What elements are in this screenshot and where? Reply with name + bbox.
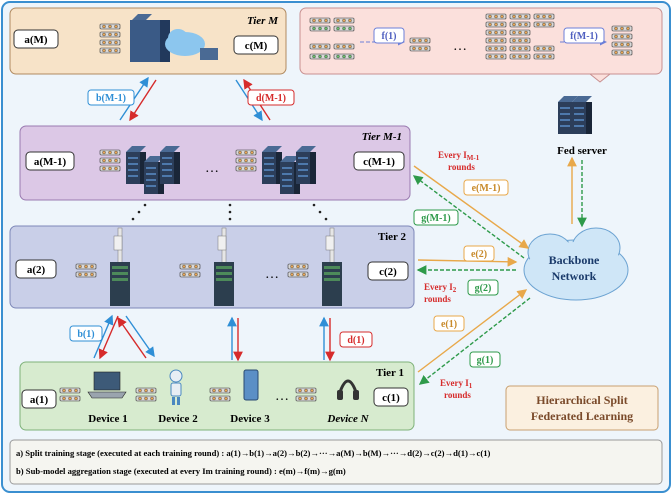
device-n-label: Device N xyxy=(326,413,369,425)
g-2-label: g(2) xyxy=(475,283,492,294)
g-1-label: g(1) xyxy=(477,355,494,366)
tier-1-ellipsis: … xyxy=(275,389,289,404)
e-1-label: e(1) xyxy=(441,319,457,330)
b-1-arrow xyxy=(93,314,114,359)
tier-1-title: Tier 1 xyxy=(376,367,404,379)
stage-description-box: a) Split training stage (executed at eac… xyxy=(9,439,663,485)
tier-2-panel: Tier 2 a(2) c(2) … xyxy=(9,225,415,309)
backbone-line2: Network xyxy=(552,269,597,283)
tier-2-right-tag: c(2) xyxy=(379,266,397,278)
interval-m1-rounds: rounds xyxy=(448,162,475,172)
fed-aggregation-panel: f(1) … f(M-1) xyxy=(299,7,663,83)
tier-m-panel: Tier M a(M) c(M) xyxy=(9,7,287,75)
tier-m-right-tag: c(M) xyxy=(245,40,268,52)
e-1-arrow xyxy=(417,289,528,373)
tier-1-panel: Tier 1 a(1) c(1) … Device 1 Device 2 Dev… xyxy=(19,361,415,431)
fed-ellipsis: … xyxy=(453,39,467,54)
f-1-label: f(1) xyxy=(382,31,397,42)
b-m1-label: b(M-1) xyxy=(96,93,126,104)
e-2-label: e(2) xyxy=(471,249,487,260)
phone-icon xyxy=(243,369,259,401)
hsfl-label-box: Hierarchical Split Federated Learning xyxy=(505,385,659,431)
e-m1-arrow xyxy=(413,165,530,249)
headphones-icon xyxy=(337,379,359,400)
tier-1-left-tag: a(1) xyxy=(30,394,49,406)
f-m1-label: f(M-1) xyxy=(570,31,598,42)
tower-device2-arrow xyxy=(125,315,155,358)
device2-tower-arrow xyxy=(117,316,147,359)
d-1-label: d(1) xyxy=(347,335,364,346)
tier-m1-ellipsis: … xyxy=(205,161,219,176)
interval-m1-text: Every IM-1 xyxy=(438,150,480,162)
tier-2-left-tag: a(2) xyxy=(27,264,46,276)
tier-m1-title: Tier M-1 xyxy=(362,131,402,143)
fed-server-label: Fed server xyxy=(557,145,607,157)
g-1-arrow xyxy=(418,297,531,385)
e-m1-label: e(M-1) xyxy=(472,183,501,194)
stage-b-text: b) Sub-model aggregation stage (executed… xyxy=(16,466,346,476)
tier-2-title: Tier 2 xyxy=(378,231,407,243)
robot-icon xyxy=(169,369,183,405)
stage-a-text: a) Split training stage (executed at eac… xyxy=(16,448,490,458)
device-3-label: Device 3 xyxy=(230,413,270,425)
tier-1-right-tag: c(1) xyxy=(382,392,400,404)
tier-m-left-tag: a(M) xyxy=(24,34,48,46)
tier-m-title: Tier M xyxy=(247,15,279,27)
interval-1-text: Every I1 xyxy=(440,378,473,390)
backbone-line1: Backbone xyxy=(549,253,600,267)
device-2-label: Device 2 xyxy=(158,413,198,425)
interval-2-text: Every I2 xyxy=(424,282,457,294)
laptop-icon xyxy=(87,371,127,399)
tier-m1-right-tag: c(M-1) xyxy=(363,156,395,168)
hsfl-line1: Hierarchical Split xyxy=(536,393,627,407)
d-m1-label: d(M-1) xyxy=(256,93,286,104)
hsfl-line2: Federated Learning xyxy=(531,409,633,423)
g-m1-label: g(M-1) xyxy=(421,213,450,224)
cloud-datacenter-icon xyxy=(99,13,218,62)
b-1-label: b(1) xyxy=(77,329,94,340)
interval-2-rounds: rounds xyxy=(424,294,451,304)
interval-1-rounds: rounds xyxy=(444,390,471,400)
g-m1-arrow xyxy=(412,175,525,259)
b-1-return-arrow xyxy=(98,315,119,360)
device-1-label: Device 1 xyxy=(88,413,127,425)
tier-gap-dots xyxy=(131,203,328,221)
tier-m1-panel: Tier M-1 a(M-1) c(M-1) … xyxy=(19,125,411,201)
tier-m1-left-tag: a(M-1) xyxy=(34,156,67,168)
b-m1-return-arrow xyxy=(129,79,157,122)
backbone-network-cloud: Backbone Network xyxy=(523,227,629,301)
tier-2-ellipsis: … xyxy=(265,267,279,282)
